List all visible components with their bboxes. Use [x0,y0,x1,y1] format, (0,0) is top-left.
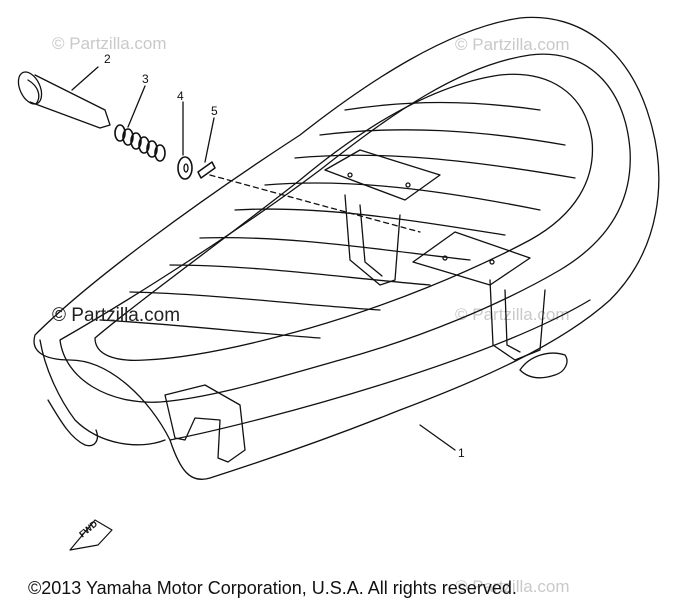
clip [197,161,216,179]
pin-guideline [209,174,421,233]
callout-part-3: 3 [142,72,149,86]
callout-part-2: 2 [104,52,111,66]
watermark-middle-left: © Partzilla.com [52,305,181,326]
callout-part-1: 1 [458,446,465,460]
pin-shaft [29,74,111,129]
washer-hole [183,163,189,173]
bracket-center-hole-b [405,182,411,188]
washer [177,156,193,180]
leader-part-2 [71,66,99,91]
leader-part-5 [204,117,215,163]
bracket-rear-hole-a [442,255,448,261]
front-latch [164,384,246,463]
rear-hook [519,352,568,379]
quilt-line-7 [169,264,431,286]
seat-outer-outline [33,16,660,480]
quilt-line-4 [264,182,541,211]
quilt-line-2 [319,129,566,146]
watermark-top-right: © Partzilla.com [455,35,570,54]
seat-base-edge [169,299,591,441]
bracket-rear-hole-b [489,259,495,265]
watermark-middle-right: © Partzilla.com [455,305,570,324]
quilt-line-9 [99,319,321,339]
copyright-footer: ©2013 Yamaha Motor Corporation, U.S.A. A… [28,578,517,598]
quilt-line-1 [344,101,541,111]
bracket-rear-leg-inner [504,289,521,353]
bracket-center-hole-a [347,172,353,178]
bracket-center-leg-inner [359,204,383,277]
seat-front-lip [47,399,99,447]
bracket-rear-leg [489,279,546,361]
quilt-line-8 [129,291,381,311]
fwd-arrow-shape [69,519,113,551]
seat-side-piping [39,339,166,446]
leader-part-1 [419,424,456,451]
watermark-top-left: © Partzilla.com [52,34,167,53]
seat-top-outline [59,53,631,403]
bracket-center-plate [324,149,441,201]
pin-collar [27,79,40,105]
bracket-rear-plate [412,231,531,286]
callout-part-5: 5 [211,104,218,118]
spring [114,124,166,162]
watermark-bottom-right: © Partzilla.com [455,577,570,596]
callout-part-4: 4 [177,89,184,103]
quilt-line-5 [234,208,506,236]
quilt-line-3 [294,154,576,179]
quilt-line-6 [199,237,471,261]
bracket-center-leg [344,194,401,286]
leader-part-3 [127,85,146,128]
seat-panel-outline [94,73,594,361]
